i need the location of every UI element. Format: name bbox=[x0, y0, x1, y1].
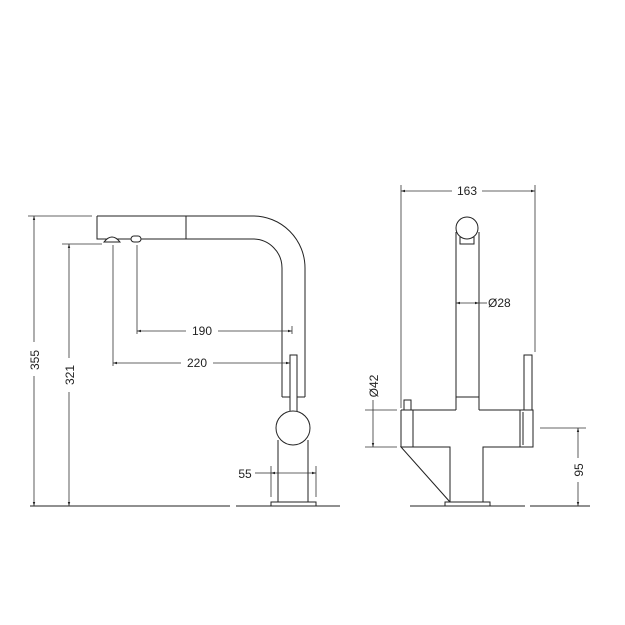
spout-diameter-label: Ø28 bbox=[488, 296, 511, 310]
height-321-label: 321 bbox=[63, 365, 77, 385]
base-plate bbox=[270, 501, 317, 507]
reach-220-label: 220 bbox=[187, 356, 207, 370]
base-55-label: 55 bbox=[238, 467, 252, 481]
filter-knob bbox=[403, 399, 412, 411]
spray-icon bbox=[130, 235, 142, 243]
body bbox=[399, 409, 534, 504]
reach-190-label: 190 bbox=[192, 324, 212, 338]
aerator-icon bbox=[102, 236, 122, 243]
body-diameter-label: Ø42 bbox=[367, 374, 381, 397]
aerator-icon bbox=[459, 237, 475, 245]
spout-head bbox=[455, 216, 479, 240]
body-height-95-label: 95 bbox=[572, 463, 586, 477]
width-163-label: 163 bbox=[457, 184, 477, 198]
lever-handle bbox=[289, 354, 298, 416]
base-plate bbox=[444, 501, 491, 507]
spout-outer bbox=[97, 215, 306, 397]
side-view: 355 321 190 220 55 bbox=[26, 215, 340, 507]
handle-hub bbox=[275, 410, 311, 446]
front-view: 163 Ø28 Ø42 95 bbox=[365, 183, 590, 507]
spout-inner bbox=[96, 216, 283, 397]
height-355-label: 355 bbox=[28, 350, 42, 370]
lever-handle bbox=[523, 354, 533, 411]
